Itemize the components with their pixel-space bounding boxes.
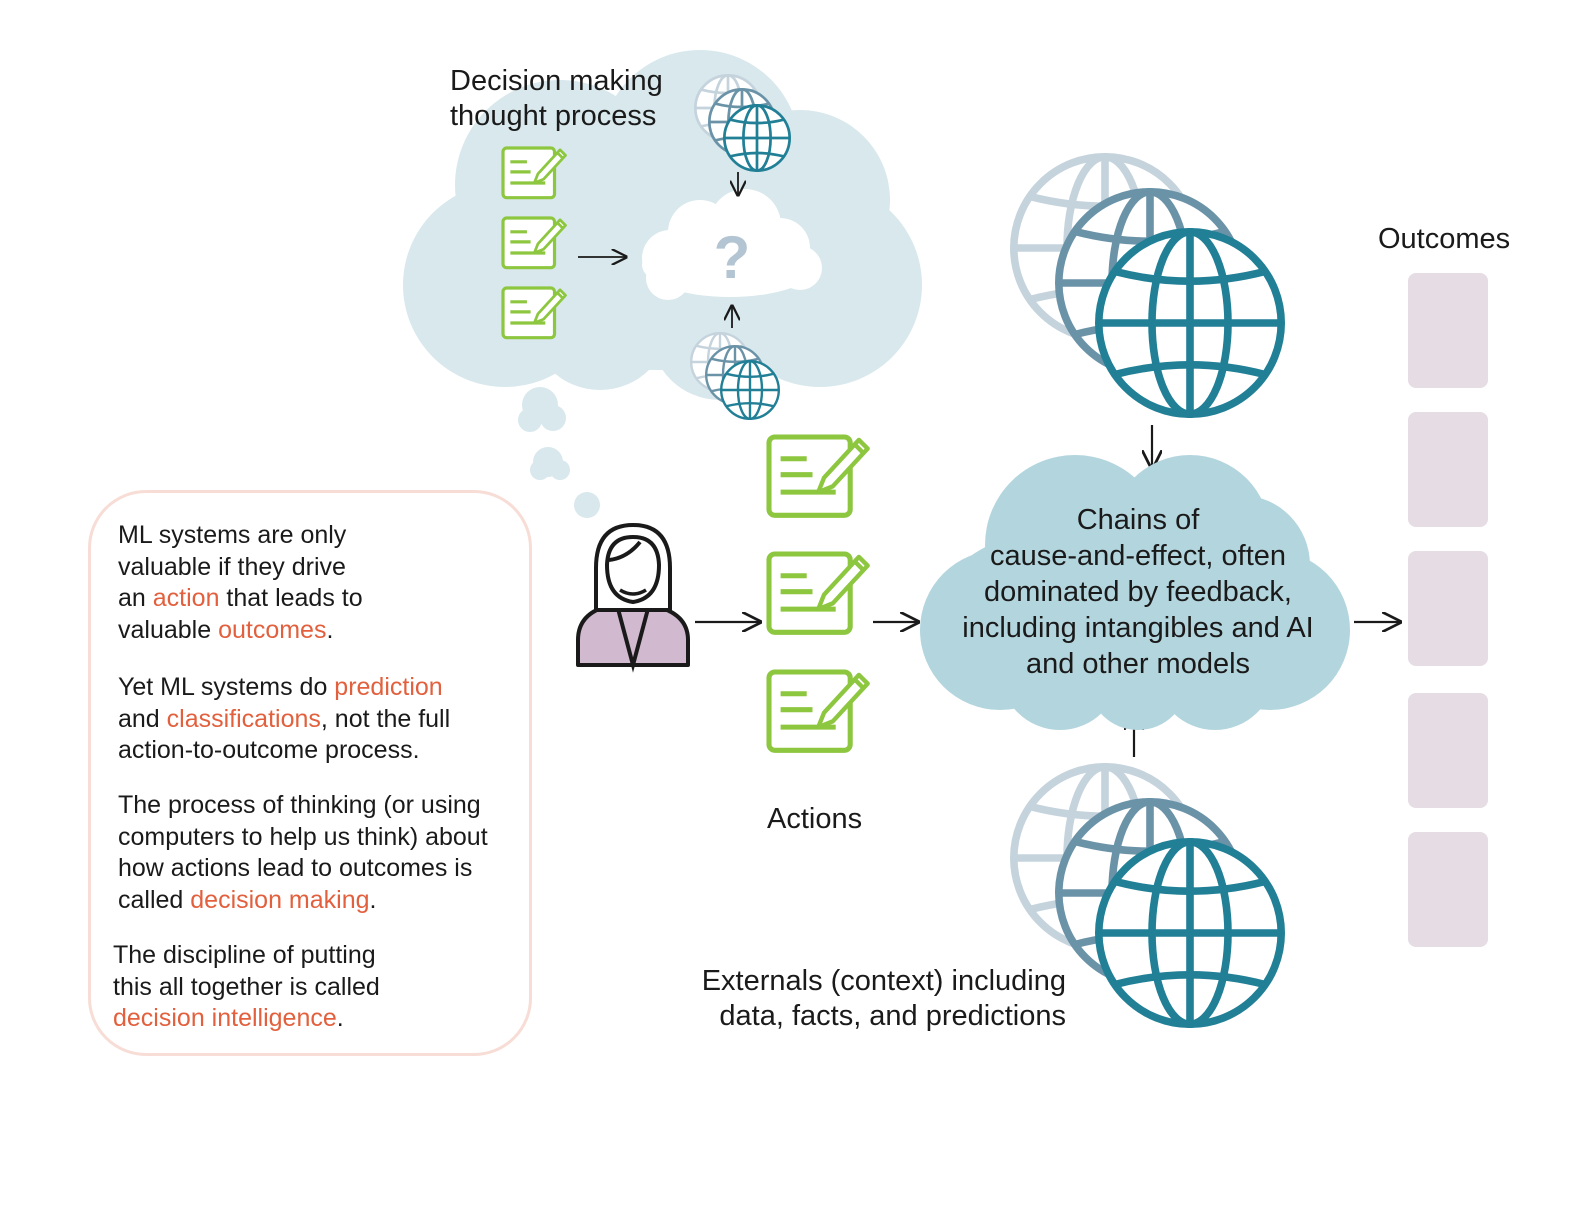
action-document-icon-2: [769, 554, 868, 632]
chain-line5: and other models: [1025, 648, 1251, 680]
thought-bubbles: [518, 387, 600, 518]
info-p1-line4: valuable outcomes.: [118, 615, 363, 647]
outcome-box: [1408, 832, 1488, 947]
info-p4-line3: decision intelligence.: [113, 1003, 380, 1035]
highlight-classifications: classifications: [166, 704, 321, 733]
outcome-box: [1408, 412, 1488, 527]
actions-label: Actions: [767, 803, 863, 835]
text-span: Yet ML systems do: [118, 673, 335, 701]
info-paragraph-1: ML systems are only valuable if they dri…: [118, 520, 363, 646]
outcome-box: [1408, 693, 1488, 808]
highlight-decision-intelligence: decision intelligence: [113, 1004, 337, 1032]
inner-question-cloud: [642, 189, 822, 300]
externals-line1: Externals (context) including: [701, 965, 1066, 997]
info-p3-line3: how actions lead to outcomes is: [118, 854, 473, 882]
text-span: that leads to: [219, 584, 363, 612]
question-mark: ?: [714, 224, 751, 291]
highlight-action: action: [152, 584, 220, 612]
info-p4-line1: The discipline of putting: [113, 941, 376, 969]
info-p3-line2: computers to help us think) about: [118, 822, 488, 851]
text-span: , not the full: [320, 704, 451, 733]
text-span: .: [369, 885, 377, 914]
text-span: .: [326, 615, 334, 644]
externals-label: Externals (context) including data, fact…: [690, 964, 1066, 1034]
info-p1-line1: ML systems are only: [118, 521, 347, 549]
text-span: and: [118, 704, 167, 733]
info-p3-line4: called decision making.: [118, 885, 488, 917]
chain-line4: including intangibles and AI: [962, 612, 1314, 644]
chain-line3: dominated by feedback,: [984, 576, 1292, 608]
text-span: valuable: [118, 615, 219, 644]
chain-line2: cause-and-effect, often: [989, 540, 1287, 572]
text-span: an: [118, 584, 153, 612]
highlight-outcomes: outcomes: [218, 615, 327, 644]
info-p2-line1: Yet ML systems do prediction: [118, 672, 450, 704]
chain-cloud-text: Chains of cause-and-effect, often domina…: [938, 502, 1338, 682]
outcome-box: [1408, 551, 1488, 666]
externals-line2: data, facts, and predictions: [719, 1000, 1066, 1032]
info-paragraph-4: The discipline of putting this all toget…: [113, 940, 380, 1035]
chain-line1: Chains of: [1076, 504, 1200, 536]
info-p1-line2: valuable if they drive: [118, 552, 346, 581]
text-span: called: [118, 885, 191, 914]
info-box: [88, 490, 532, 1056]
action-document-icon-3: [769, 672, 868, 750]
info-paragraph-2: Yet ML systems do prediction and classif…: [118, 672, 450, 767]
info-paragraph-3: The process of thinking (or using comput…: [118, 790, 488, 916]
info-p4-line2: this all together is called: [113, 972, 380, 1001]
info-p3-line1: The process of thinking (or using: [118, 791, 481, 819]
chain-cloud: [920, 455, 1350, 730]
highlight-prediction: prediction: [334, 673, 443, 701]
thought-cloud-title: Decision making thought process: [450, 64, 663, 134]
info-p1-line3: an action that leads to: [118, 583, 363, 615]
outcome-box: [1408, 273, 1488, 388]
thought-title-line1: Decision making: [450, 65, 663, 97]
highlight-decision-making: decision making: [190, 885, 370, 914]
thought-title-line2: thought process: [450, 100, 657, 132]
text-span: .: [336, 1004, 344, 1032]
info-p2-line2: and classifications, not the full: [118, 704, 450, 736]
person-icon: [576, 523, 690, 673]
info-p2-line3: action-to-outcome process.: [118, 736, 420, 764]
action-document-icon-1: [769, 437, 868, 515]
outcomes-label: Outcomes: [1378, 223, 1511, 255]
globe-icon-top: [1014, 157, 1281, 414]
